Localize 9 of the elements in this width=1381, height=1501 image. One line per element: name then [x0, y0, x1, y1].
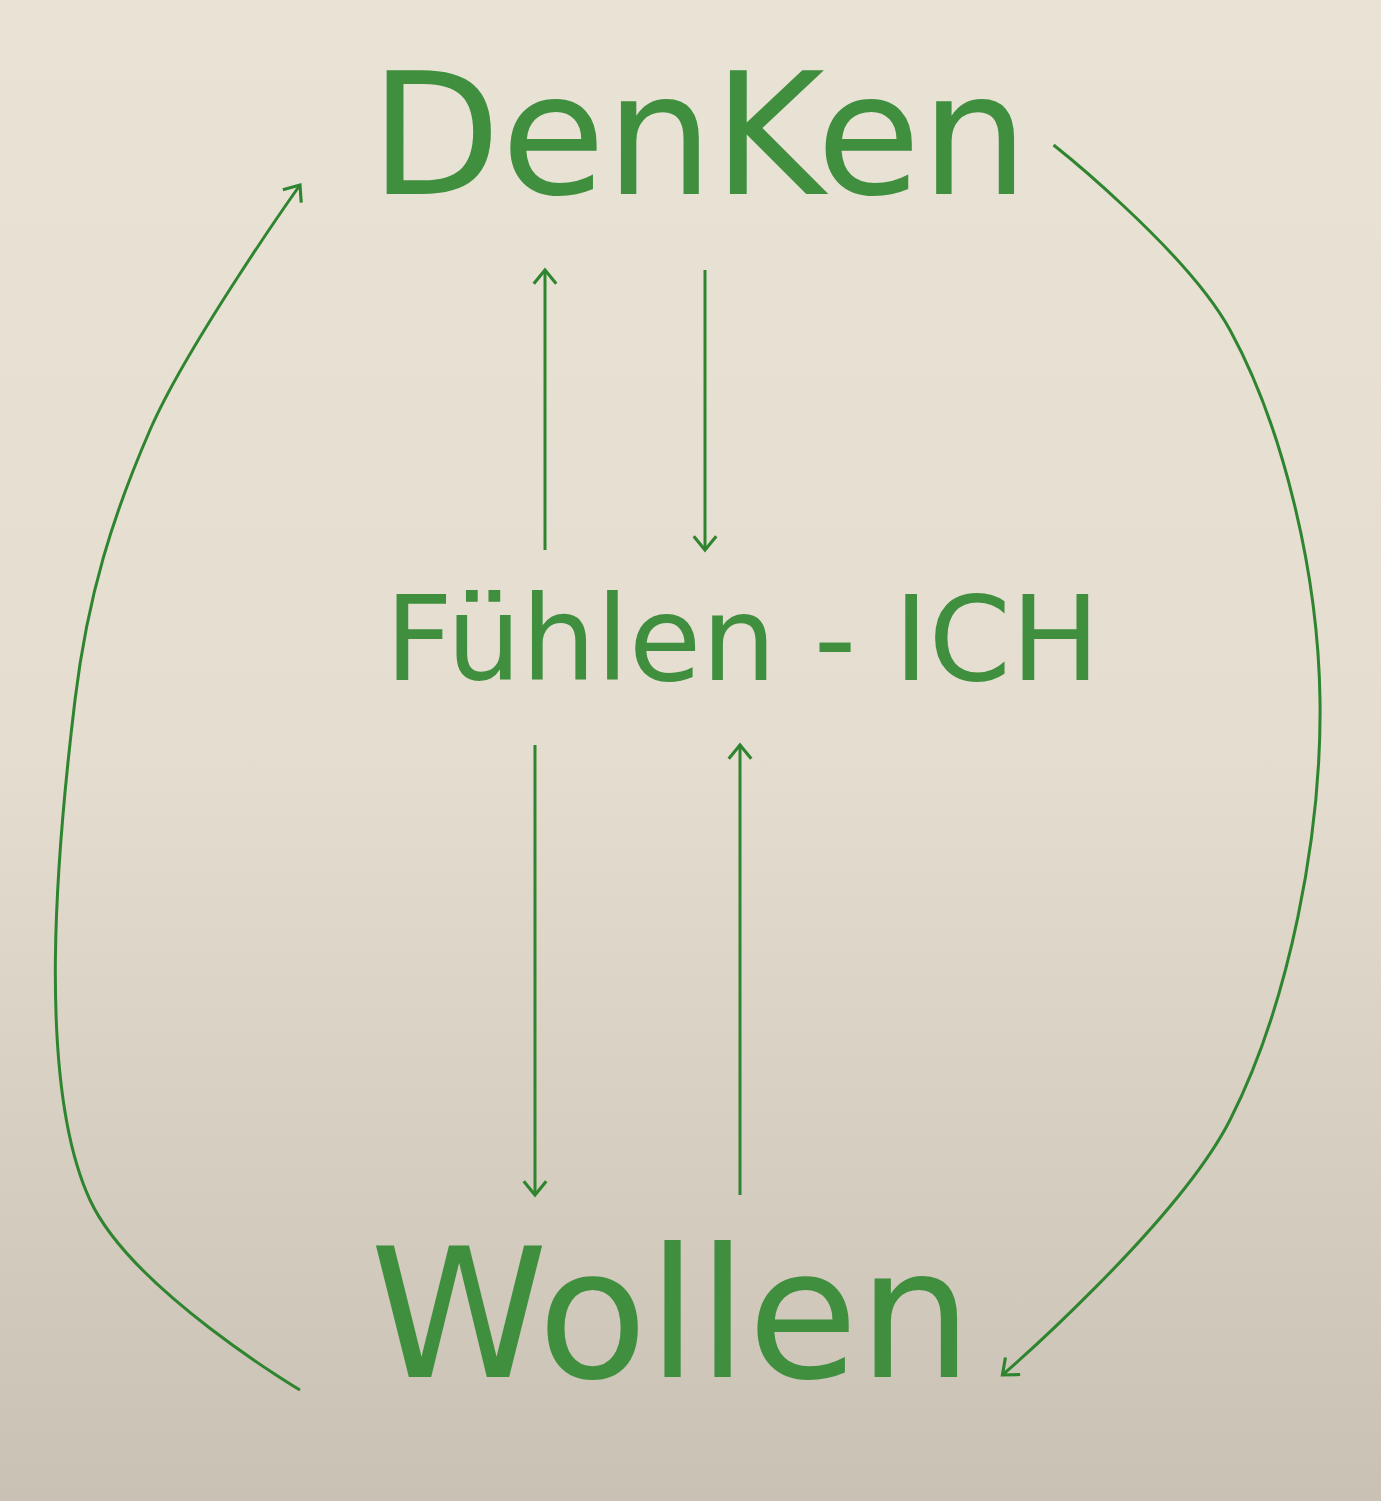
arrow [1000, 143, 1322, 1377]
handwritten-word: DenKen [370, 50, 1029, 240]
handwritten-word: Fühlen - ICH [385, 580, 1100, 715]
handwritten-word: Wollen [370, 1225, 973, 1425]
arrow [692, 270, 718, 552]
arrow [532, 268, 558, 550]
arrow [522, 745, 548, 1197]
arrow [727, 743, 753, 1195]
arrow [53, 183, 303, 1392]
